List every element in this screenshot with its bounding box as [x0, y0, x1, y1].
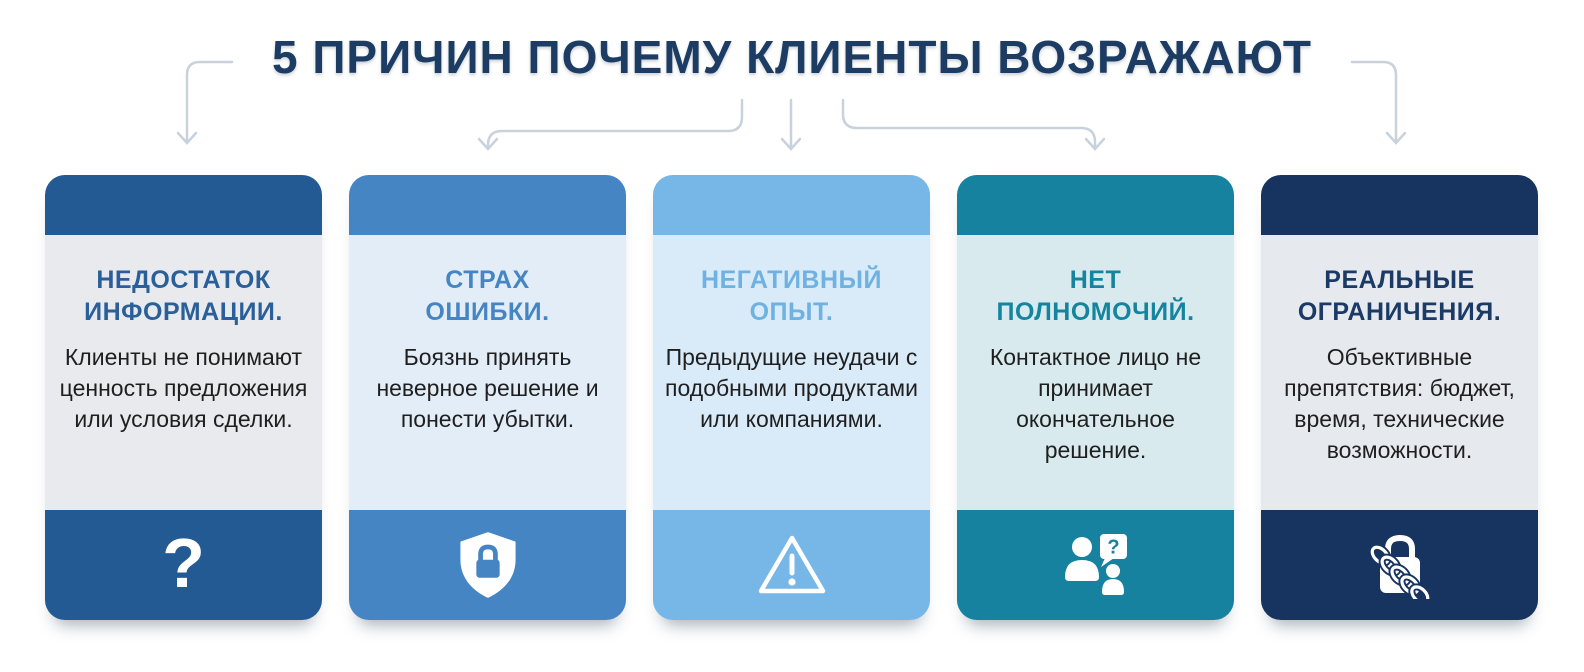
person-question-icon: ?	[1064, 534, 1127, 595]
card-description: Предыдущие неудачи с подобными продуктам…	[665, 344, 918, 433]
card-heading-line2: ИНФОРМАЦИИ.	[84, 298, 283, 326]
card-body: НЕДОСТАТОК ИНФОРМАЦИИ. Клиенты не понима…	[45, 235, 322, 510]
card-heading: РЕАЛЬНЫЕ ОГРАНИЧЕНИЯ.	[1298, 264, 1501, 328]
card-description: Клиенты не понимают ценность предложения…	[59, 344, 308, 433]
card-description: Боязнь принять неверное решение и понест…	[376, 344, 599, 433]
card-header-bar	[349, 175, 626, 235]
card-body: НЕГАТИВНЫЙ ОПЫТ. Предыдущие неудачи с по…	[653, 235, 930, 510]
card-fear-of-mistake: СТРАХ ОШИБКИ. Боязнь принять неверное ре…	[349, 175, 626, 620]
card-heading-line1: НЕДОСТАТОК	[96, 266, 271, 294]
card-heading-line2: ОПЫТ.	[749, 298, 834, 326]
page-title: 5 ПРИЧИН ПОЧЕМУ КЛИЕНТЫ ВОЗРАЖАЮТ	[271, 31, 1313, 83]
card-body: НЕТ ПОЛНОМОЧИЙ. Контактное лицо не прини…	[957, 235, 1234, 510]
arrowhead-card5	[1385, 131, 1407, 145]
card-heading: НЕДОСТАТОК ИНФОРМАЦИИ.	[84, 264, 283, 328]
card-heading-line1: НЕГАТИВНЫЙ	[701, 266, 882, 294]
lock-chain-icon	[1368, 534, 1431, 599]
card-no-authority: НЕТ ПОЛНОМОЧИЙ. Контактное лицо не прини…	[957, 175, 1234, 620]
connector-card2	[486, 98, 744, 149]
arrowhead-card4	[1084, 137, 1106, 151]
card-heading: СТРАХ ОШИБКИ.	[425, 264, 549, 328]
card-footer-bar	[1261, 510, 1538, 620]
card-heading-line1: РЕАЛЬНЫЕ	[1324, 266, 1475, 294]
card-heading: НЕГАТИВНЫЙ ОПЫТ.	[701, 264, 882, 328]
card-footer-bar	[349, 510, 626, 620]
arrowhead-card3	[780, 137, 802, 151]
card-body: СТРАХ ОШИБКИ. Боязнь принять неверное ре…	[349, 235, 626, 510]
shield-lock-icon	[459, 532, 516, 598]
card-description: Контактное лицо не принимает окончательн…	[989, 344, 1202, 464]
reason-cards-row: НЕДОСТАТОК ИНФОРМАЦИИ. Клиенты не понима…	[45, 175, 1538, 620]
bubble-question-glyph: ?	[1107, 537, 1119, 559]
card-heading-line1: СТРАХ	[445, 266, 530, 294]
card-header-bar	[45, 175, 322, 235]
card-header-bar	[1261, 175, 1538, 235]
card-footer-bar: ?	[45, 510, 322, 620]
card-heading-line2: ОШИБКИ.	[425, 298, 550, 326]
card-header-bar	[653, 175, 930, 235]
card-real-constraints: РЕАЛЬНЫЕ ОГРАНИЧЕНИЯ. Объективные препят…	[1261, 175, 1538, 620]
card-header-bar	[957, 175, 1234, 235]
card-body: РЕАЛЬНЫЕ ОГРАНИЧЕНИЯ. Объективные препят…	[1261, 235, 1538, 510]
question-mark-icon: ?	[162, 524, 205, 602]
card-footer-bar: ?	[957, 510, 1234, 620]
card-heading: НЕТ ПОЛНОМОЧИЙ.	[996, 264, 1194, 328]
connector-card4	[841, 98, 1097, 149]
card-heading-line2: ОГРАНИЧЕНИЯ.	[1297, 298, 1502, 326]
warning-triangle-icon	[758, 535, 825, 594]
card-footer-bar	[653, 510, 930, 620]
card-lack-of-information: НЕДОСТАТОК ИНФОРМАЦИИ. Клиенты не понима…	[45, 175, 322, 620]
arrowhead-card2	[477, 137, 499, 151]
card-description: Объективные препятствия: бюджет, время, …	[1284, 344, 1515, 464]
card-heading-line2: ПОЛНОМОЧИЙ.	[996, 298, 1195, 326]
arrowhead-card1	[176, 131, 198, 145]
card-heading-line1: НЕТ	[1069, 266, 1122, 294]
card-negative-experience: НЕГАТИВНЫЙ ОПЫТ. Предыдущие неудачи с по…	[653, 175, 930, 620]
